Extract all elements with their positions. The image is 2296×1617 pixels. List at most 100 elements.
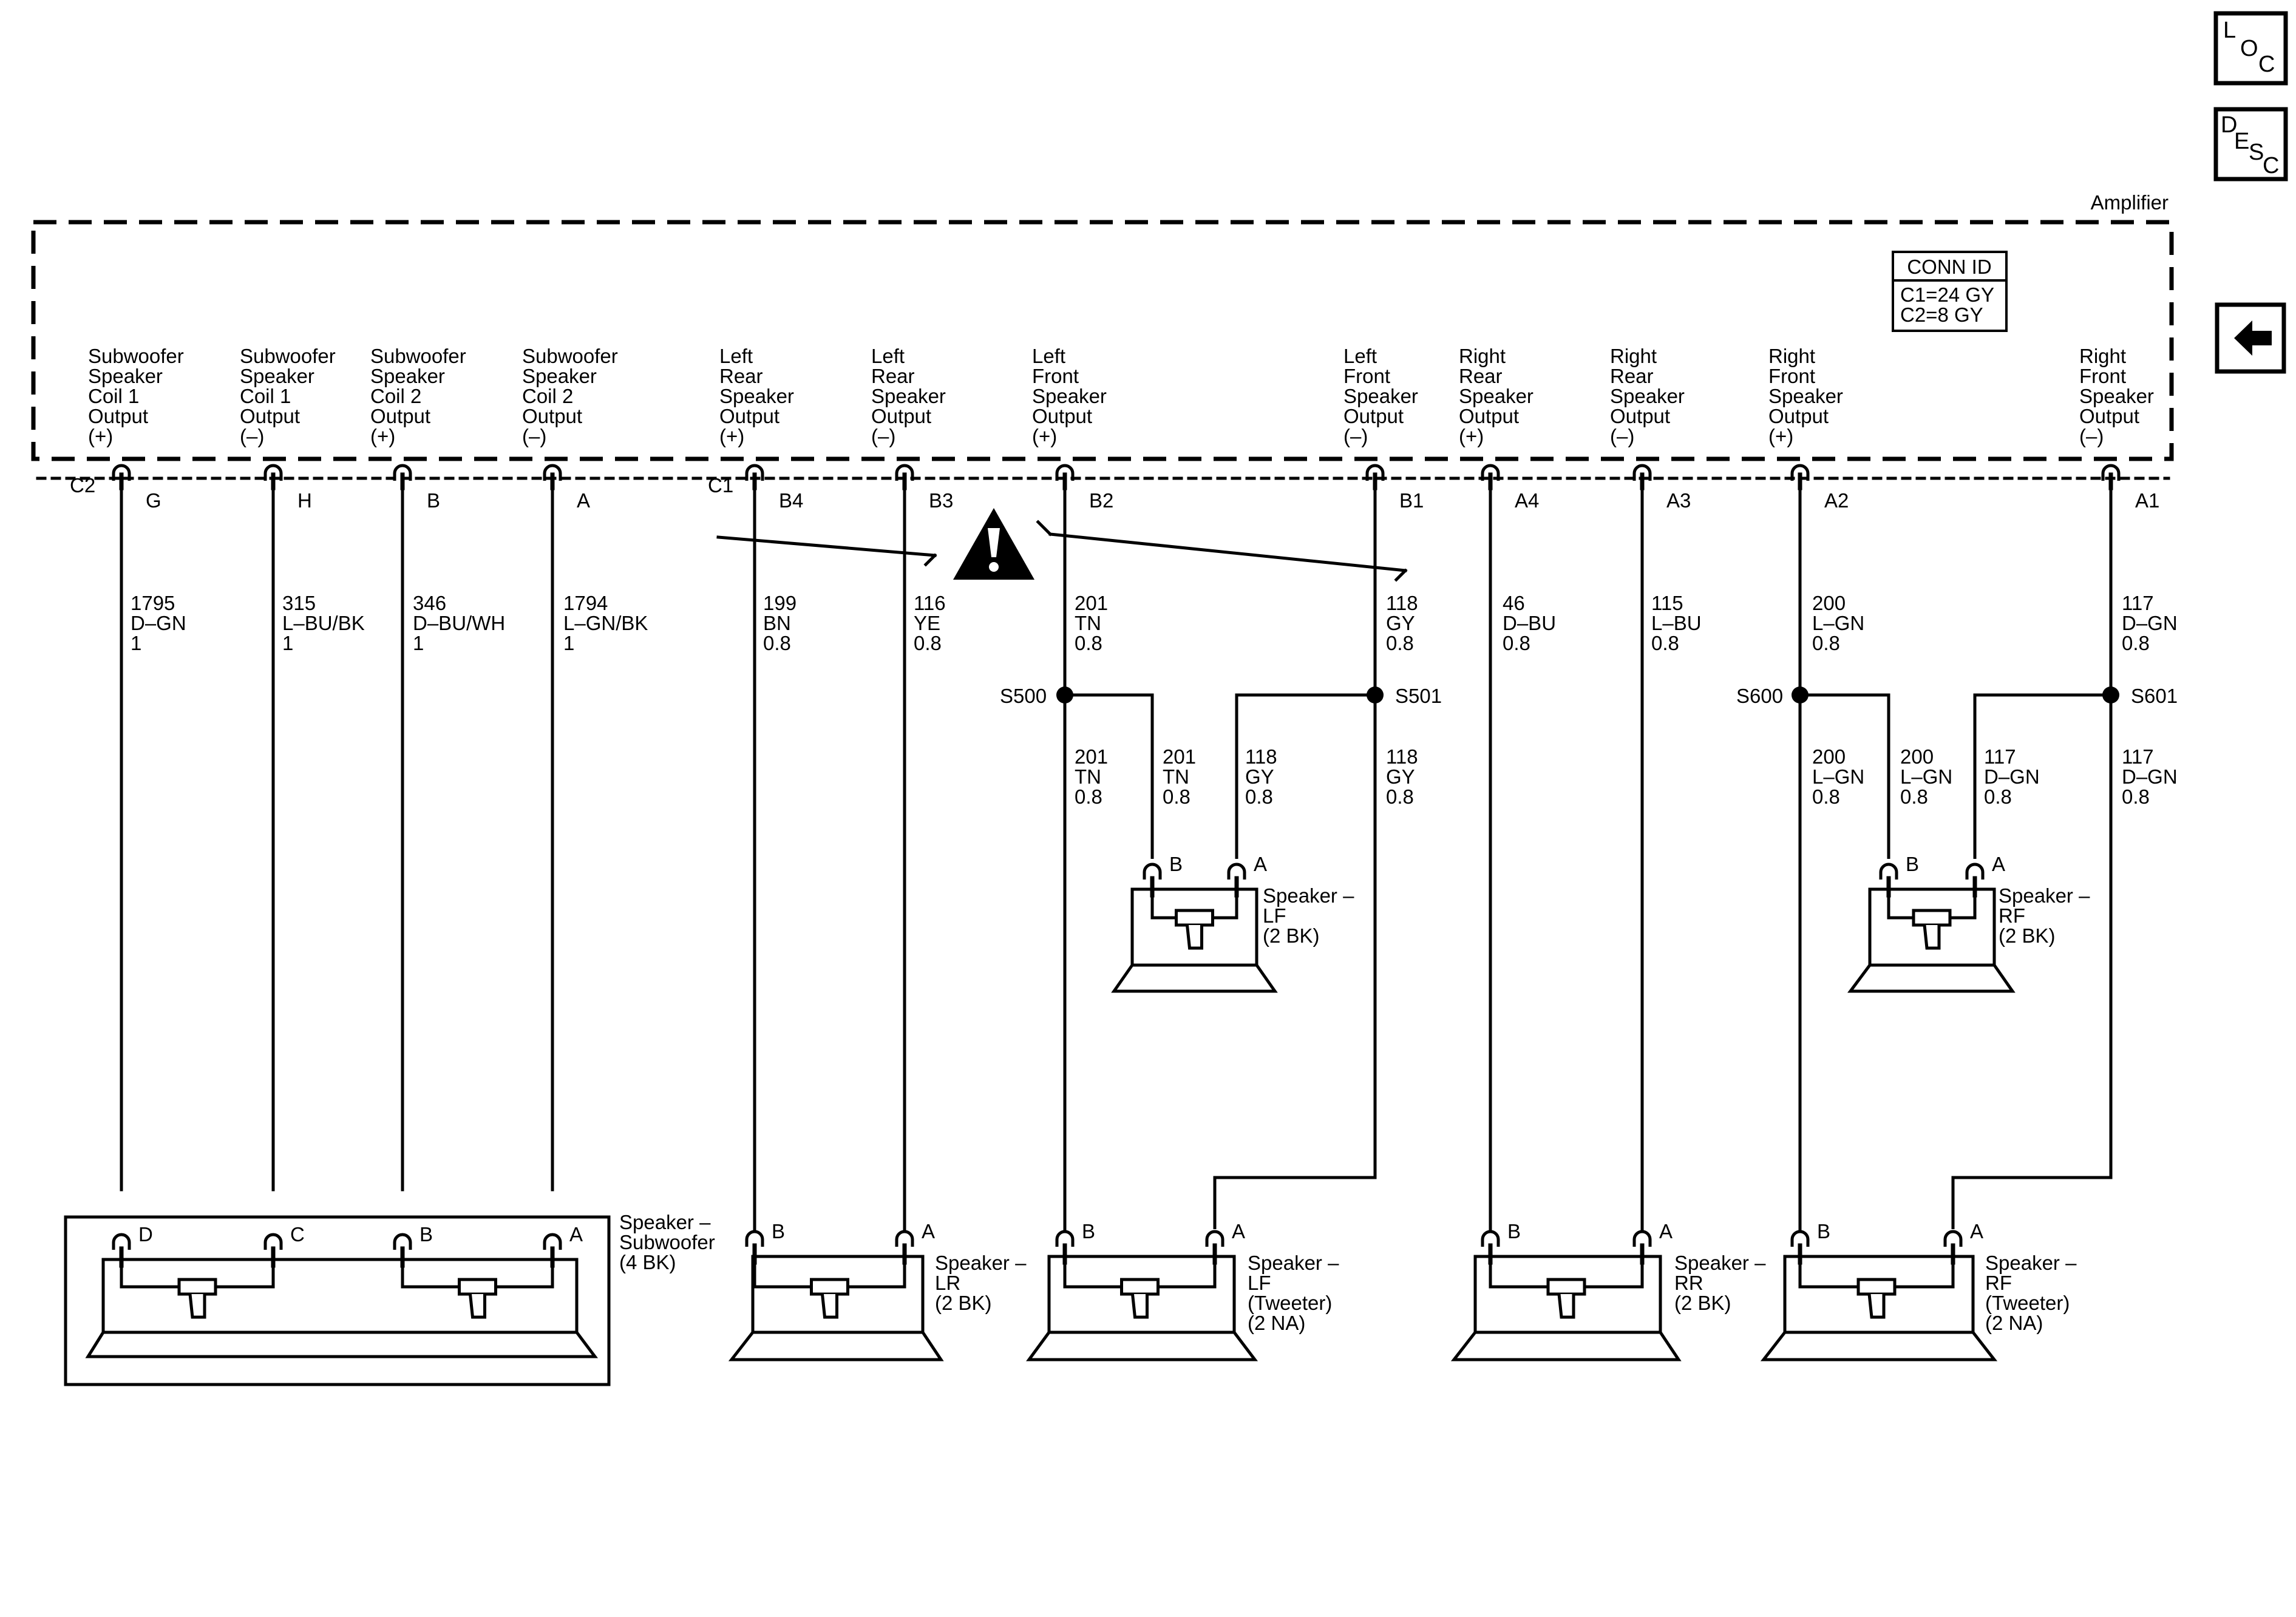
wire-label-line: 0.8 bbox=[1651, 632, 1679, 654]
output-label: Coil 2 bbox=[370, 385, 421, 407]
wire bbox=[1800, 693, 1890, 859]
output-label: Speaker bbox=[719, 385, 794, 407]
splice-s500: S500 bbox=[1000, 685, 1073, 707]
output-label: Output bbox=[522, 405, 582, 427]
wire-label-line: 118 bbox=[1386, 745, 1418, 768]
speaker-housing bbox=[1130, 887, 1258, 967]
splice-dot bbox=[1367, 686, 1384, 703]
speaker-cone bbox=[1111, 964, 1278, 993]
wire-label-line: D–GN bbox=[2122, 765, 2178, 788]
loc-button-frame bbox=[2213, 11, 2288, 86]
wire-label-line: L–GN bbox=[1812, 765, 1864, 788]
voice-coil-stem bbox=[1867, 1293, 1886, 1319]
loc-button[interactable]: LOC bbox=[2213, 11, 2288, 86]
speaker-label: (2 BK) bbox=[1999, 924, 2056, 947]
wire bbox=[1213, 489, 1377, 1229]
wire-label-line: 0.8 bbox=[1503, 632, 1530, 654]
wire-label-line: 116 bbox=[914, 592, 946, 614]
output-label: (+) bbox=[1459, 425, 1484, 447]
back-button[interactable] bbox=[2215, 302, 2286, 374]
speaker-pin-label: B bbox=[1169, 853, 1183, 875]
wire-label-line: 315 bbox=[282, 592, 316, 614]
speaker-terminal bbox=[543, 1233, 562, 1250]
speaker-cone bbox=[1450, 1331, 1682, 1361]
wire-label-w46: 46D–BU0.8 bbox=[1503, 592, 1556, 654]
speaker-terminal bbox=[1632, 1230, 1652, 1247]
amplifier-pin-label: B1 bbox=[1399, 489, 1424, 512]
output-label: Speaker bbox=[1343, 385, 1418, 407]
voice-coil-stem bbox=[1186, 924, 1203, 950]
speaker-pin-label: B bbox=[1082, 1220, 1095, 1242]
speaker-label: Speaker – bbox=[1985, 1252, 2077, 1274]
warning-triangle-icon bbox=[716, 508, 1408, 582]
conn-id-frame bbox=[1892, 251, 2008, 332]
output-label: (–) bbox=[1343, 425, 1368, 447]
voice-coil bbox=[1856, 1278, 1897, 1296]
wire-label-line: 0.8 bbox=[1163, 785, 1190, 808]
warning-mark bbox=[988, 528, 1000, 557]
voice-coil bbox=[458, 1278, 497, 1296]
speaker-housing bbox=[1783, 1255, 1975, 1334]
wire-label-line: D–GN bbox=[1984, 765, 2040, 788]
output-label: (+) bbox=[1768, 425, 1793, 447]
speaker-label: RF bbox=[1999, 904, 2025, 927]
wire-label-line: 117 bbox=[1984, 745, 2016, 768]
output-label: Output bbox=[88, 405, 148, 427]
voice-coil-stem bbox=[1131, 1293, 1149, 1319]
wire-label-line: 0.8 bbox=[1386, 785, 1414, 808]
speaker-terminal bbox=[1943, 1230, 1963, 1247]
conn-id-line: C2=8 GY bbox=[1900, 303, 1983, 326]
output-label: Front bbox=[1032, 365, 1079, 387]
connector-c1-label: C1 bbox=[708, 474, 733, 497]
wire-label-line: 200 bbox=[1900, 745, 1934, 768]
wire-label-line: 1 bbox=[282, 632, 293, 654]
speaker-label: (2 BK) bbox=[1674, 1292, 1731, 1314]
wire-label-line: 1 bbox=[131, 632, 141, 654]
wire-label-line: 0.8 bbox=[763, 632, 791, 654]
speaker-terminal bbox=[1143, 863, 1162, 880]
amplifier-pin-label: H bbox=[297, 489, 312, 512]
speaker-pin-label: B bbox=[419, 1223, 433, 1246]
speaker-pin-label: C bbox=[290, 1223, 305, 1246]
output-label: Output bbox=[1768, 405, 1829, 427]
wire-label-line: 0.8 bbox=[2122, 632, 2150, 654]
connector-terminal bbox=[112, 464, 131, 481]
wire-label-line: TN bbox=[1163, 765, 1189, 788]
voice-coil bbox=[1912, 909, 1952, 927]
amplifier-pin-label: A bbox=[577, 489, 590, 512]
wire-label-line: GY bbox=[1245, 765, 1274, 788]
output-label: Subwoofer bbox=[88, 345, 184, 367]
splice-label: S601 bbox=[2131, 685, 2178, 707]
wire-label-line: 0.8 bbox=[914, 632, 942, 654]
wire-label-line: L–BU bbox=[1651, 612, 1702, 634]
left-arrow-icon bbox=[2234, 320, 2272, 356]
speaker-label: Speaker – bbox=[1674, 1252, 1766, 1274]
wire bbox=[1973, 693, 2111, 859]
speaker-pin-label: A bbox=[1254, 853, 1267, 875]
amplifier-outline bbox=[31, 220, 2174, 461]
splice-label: S500 bbox=[1000, 685, 1047, 707]
speaker-label: Speaker – bbox=[1999, 884, 2090, 907]
wire-label-line: D–GN bbox=[131, 612, 186, 634]
wire-label-line: D–GN bbox=[2122, 612, 2178, 634]
output-label: Subwoofer bbox=[522, 345, 618, 367]
shielding-bar bbox=[923, 553, 937, 567]
speaker-housing bbox=[1047, 1255, 1236, 1334]
output-label: Rear bbox=[871, 365, 915, 387]
speaker-label: LR bbox=[935, 1272, 960, 1294]
